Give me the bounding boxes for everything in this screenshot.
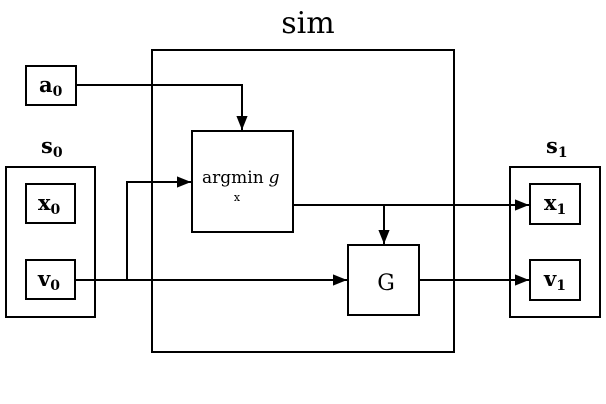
arrow-v0-to-argmin — [126, 176, 191, 280]
a0-label: a0 — [39, 72, 63, 100]
x1-label: x1 — [544, 190, 566, 218]
sim-title: sim — [281, 6, 334, 41]
x0-label: x0 — [38, 190, 61, 218]
sim-box — [151, 49, 455, 353]
x1-box — [529, 183, 581, 225]
v1-box — [529, 259, 581, 301]
argmin-subscript: x — [234, 191, 241, 204]
v1-label: v1 — [543, 266, 566, 294]
s0-label: s0 — [41, 133, 63, 161]
v0-label: v0 — [37, 266, 60, 294]
s0-box — [5, 166, 96, 318]
x0-box — [25, 183, 76, 224]
s1-label: s1 — [546, 133, 568, 161]
arrow-a0-to-argmin — [76, 84, 248, 130]
argmin-box — [191, 130, 294, 233]
g-label: G — [377, 271, 395, 296]
s1-box — [509, 166, 601, 318]
